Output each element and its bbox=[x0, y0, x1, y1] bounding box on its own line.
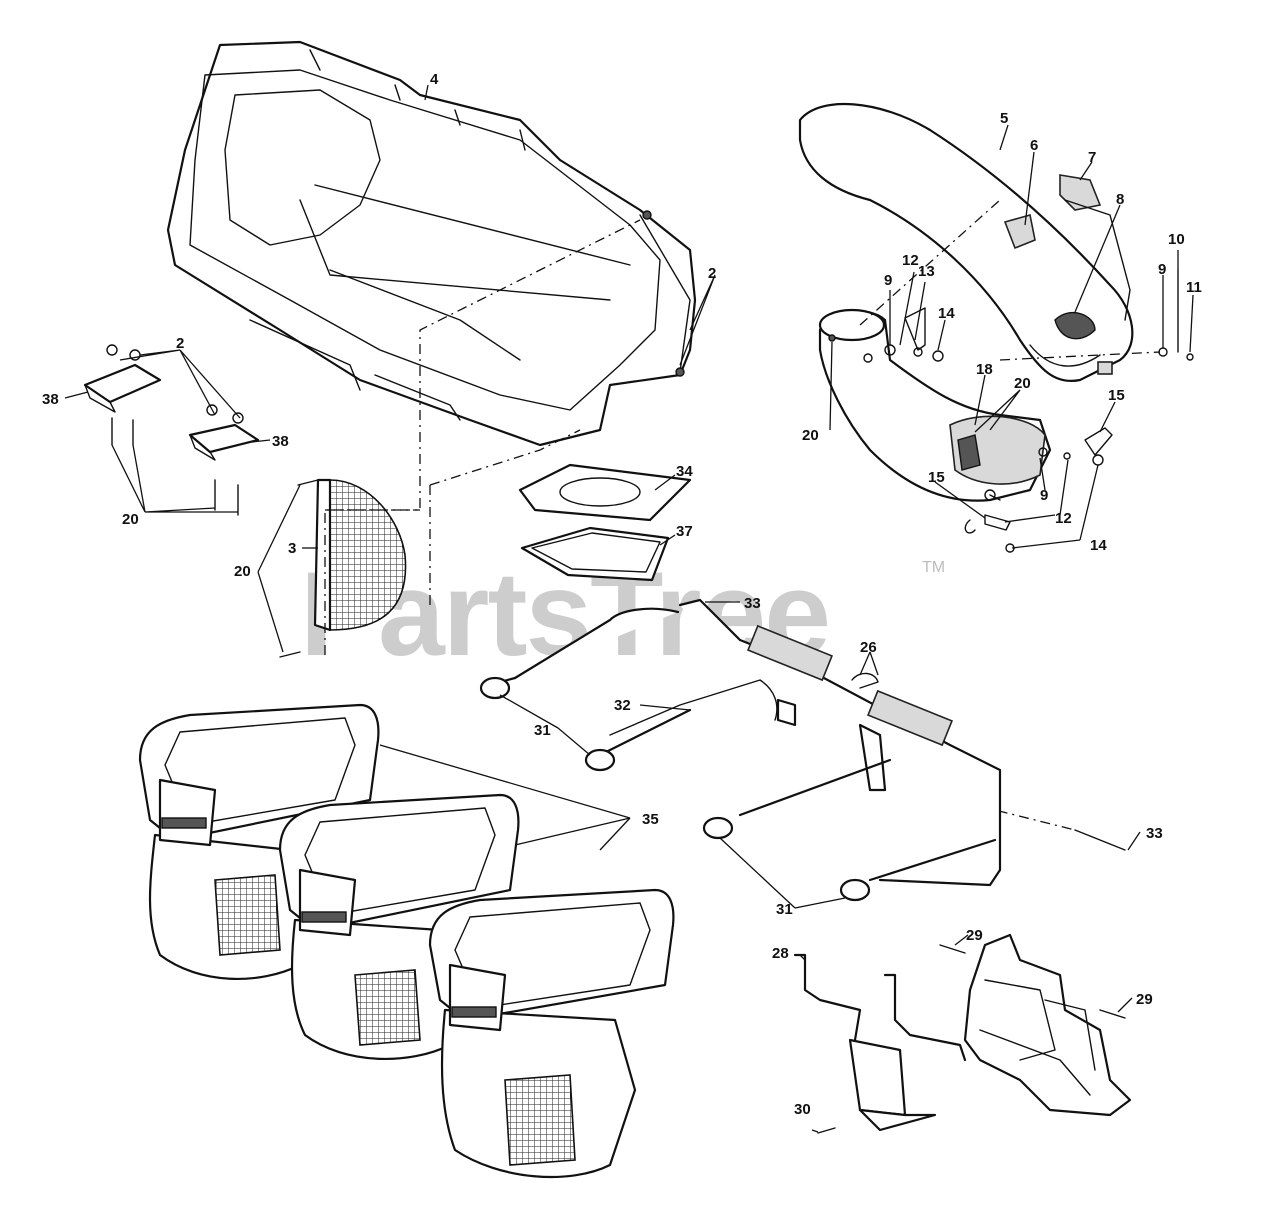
part-35-bag-3[interactable] bbox=[428, 888, 675, 1179]
mower-deck-mount bbox=[963, 933, 1132, 1117]
callout-29-top[interactable]: 29 bbox=[966, 927, 983, 944]
part-3-screen[interactable] bbox=[313, 478, 407, 632]
callout-4[interactable]: 4 bbox=[430, 71, 439, 88]
watermark-trademark: TM bbox=[922, 559, 945, 576]
callout-2-left[interactable]: 2 bbox=[176, 335, 184, 352]
part-31-wheels[interactable] bbox=[479, 676, 871, 902]
callout-33-top[interactable]: 33 bbox=[744, 595, 761, 612]
callout-2-top[interactable]: 2 bbox=[708, 265, 716, 282]
part-35-bag-2[interactable] bbox=[278, 793, 520, 1061]
callout-8[interactable]: 8 bbox=[1116, 191, 1124, 208]
part-30-pin bbox=[817, 1127, 836, 1134]
callout-31-left[interactable]: 31 bbox=[534, 722, 551, 739]
callout-26[interactable]: 26 bbox=[860, 639, 877, 656]
callout-34[interactable]: 34 bbox=[676, 463, 693, 480]
callout-33-right[interactable]: 33 bbox=[1146, 825, 1163, 842]
callout-14-top[interactable]: 14 bbox=[938, 305, 955, 322]
callout-labels: 4 2 2 38 38 20 3 20 5 6 7 8 10 9 11 12 9… bbox=[42, 71, 1202, 1118]
callout-32[interactable]: 32 bbox=[614, 697, 631, 714]
callout-38-left[interactable]: 38 bbox=[42, 391, 59, 408]
callout-28[interactable]: 28 bbox=[772, 945, 789, 962]
callout-3[interactable]: 3 bbox=[288, 540, 296, 557]
callout-9-bottom[interactable]: 9 bbox=[1040, 487, 1048, 504]
part-20-bolts bbox=[111, 417, 319, 658]
callout-15-left[interactable]: 15 bbox=[928, 469, 945, 486]
alignment-lines bbox=[324, 199, 1161, 831]
callout-12-top[interactable]: 12 bbox=[902, 252, 919, 269]
callout-7[interactable]: 7 bbox=[1088, 149, 1096, 166]
callout-35[interactable]: 35 bbox=[642, 811, 659, 828]
part-18-elbow[interactable] bbox=[818, 308, 1052, 502]
callout-12-bottom[interactable]: 12 bbox=[1055, 510, 1072, 527]
callout-30[interactable]: 30 bbox=[794, 1101, 811, 1118]
part-29-bolts bbox=[939, 944, 1126, 1019]
part-34-gasket[interactable] bbox=[518, 463, 692, 522]
callout-13[interactable]: 13 bbox=[918, 263, 935, 280]
callout-38-right[interactable]: 38 bbox=[272, 433, 289, 450]
callout-9-top[interactable]: 9 bbox=[884, 272, 892, 289]
callout-15-right[interactable]: 15 bbox=[1108, 387, 1125, 404]
part-37-frame[interactable] bbox=[520, 526, 670, 582]
callout-14-bottom[interactable]: 14 bbox=[1090, 537, 1107, 554]
callout-11[interactable]: 11 bbox=[1186, 279, 1202, 296]
part-32-frame[interactable] bbox=[498, 598, 1126, 887]
leader-lines bbox=[64, 84, 1194, 1133]
callout-20-elbow[interactable]: 20 bbox=[1014, 375, 1031, 392]
part-26-clip[interactable] bbox=[851, 672, 879, 689]
callout-20-screen[interactable]: 20 bbox=[234, 563, 251, 580]
callout-37[interactable]: 37 bbox=[676, 523, 693, 540]
part-4-bagger-cover[interactable] bbox=[166, 40, 697, 447]
callout-29-right[interactable]: 29 bbox=[1136, 991, 1153, 1008]
callout-9-right[interactable]: 9 bbox=[1158, 261, 1166, 278]
callout-6[interactable]: 6 bbox=[1030, 137, 1038, 154]
part-38-brackets[interactable] bbox=[83, 344, 260, 461]
part-5-chute-tube[interactable] bbox=[798, 102, 1134, 383]
callout-10[interactable]: 10 bbox=[1168, 231, 1185, 248]
callout-20-bracket[interactable]: 20 bbox=[122, 511, 139, 528]
callout-31-right[interactable]: 31 bbox=[776, 901, 793, 918]
callout-18[interactable]: 18 bbox=[976, 361, 993, 378]
part-28-mount-rod[interactable] bbox=[793, 953, 967, 1132]
callout-20-tube[interactable]: 20 bbox=[802, 427, 819, 444]
callout-5[interactable]: 5 bbox=[1000, 110, 1008, 127]
